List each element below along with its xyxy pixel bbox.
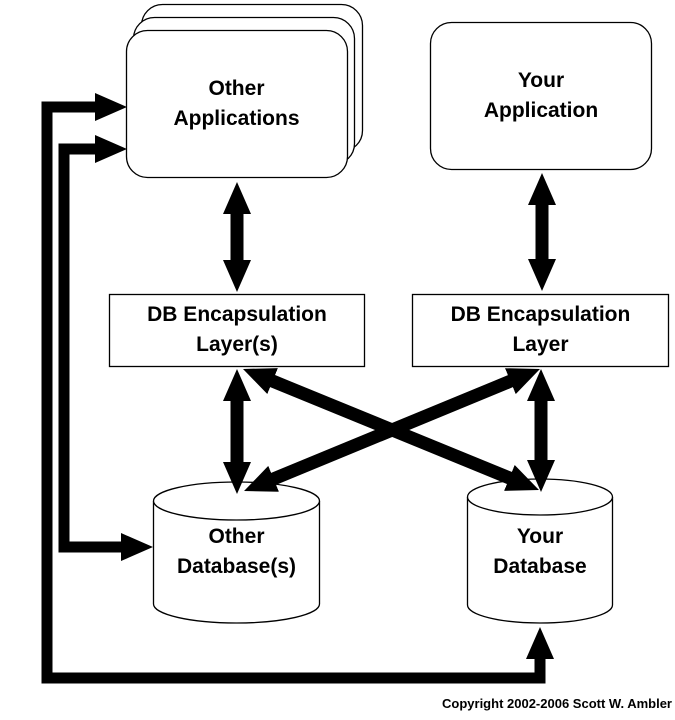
copyright-text: Copyright 2002-2006 Scott W. Ambler	[442, 696, 672, 711]
node-db-encapsulation-layers	[108, 293, 366, 368]
cylinder-top	[152, 481, 321, 521]
stack-card-front	[125, 29, 349, 179]
edge-other-apps-to-other-databases	[58, 135, 153, 561]
node-other-databases	[152, 481, 321, 624]
cylinder-body	[466, 497, 614, 624]
cylinder-top	[466, 478, 614, 516]
node-your-database	[466, 478, 614, 624]
edge-other-apps-to-your-database	[41, 93, 554, 684]
node-other-applications	[125, 3, 364, 179]
node-your-application	[429, 21, 653, 171]
node-db-encapsulation-layer	[411, 293, 670, 368]
